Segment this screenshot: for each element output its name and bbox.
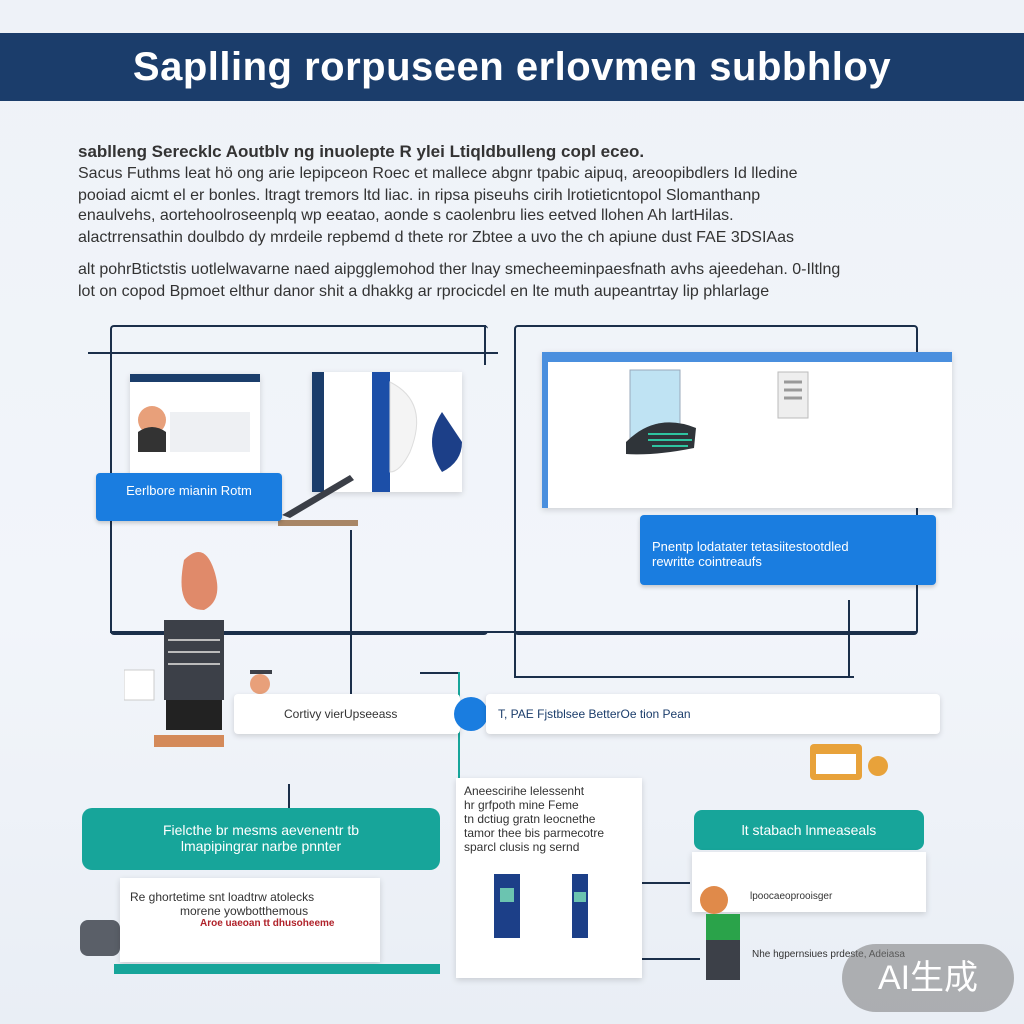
document-icon <box>494 874 588 938</box>
person-icon <box>692 880 752 1000</box>
pill-right[interactable]: T, PAE Fjstblsee BetterOe tion Pean <box>486 694 940 734</box>
teal-right-button[interactable]: lt stabach lnmeaseals <box>694 810 924 850</box>
card-text: morene yowbotthemous <box>180 904 309 918</box>
button-label: lmapipingrar narbe pnnter <box>180 838 342 854</box>
connector-line <box>640 882 690 884</box>
note-label: Nhe hgpernsiues prdeste, Adeiasa <box>752 944 905 962</box>
connector-line <box>484 325 486 365</box>
note-text: Nhe hgpernsiues prdeste, Adeiasa <box>752 949 905 960</box>
header-bar <box>0 33 1024 101</box>
ai-generated-watermark: AI生成 <box>842 944 1014 1012</box>
teal-bar <box>114 964 440 974</box>
page-title: Saplling rorpuseen erlovmen subbhloy <box>132 45 892 89</box>
connector-line <box>350 530 352 700</box>
connector-line <box>420 672 460 674</box>
intro-line: alactrrensathin doulbdo dy mrdeile repbe… <box>78 229 794 246</box>
card-red-text: Aroe uaeoan tt dhusoheeme <box>200 918 335 929</box>
connector-node <box>454 697 488 731</box>
folder-icon <box>808 738 888 784</box>
info-card-left: Re ghortetime snt loadtrw atolecks moren… <box>120 878 380 962</box>
intro-line: lot on copod Bpmoet elthur danor shit a … <box>78 283 770 300</box>
intro-heading: sablleng Serecklc Aoutblv ng inuolepte R… <box>78 142 645 161</box>
pill-label: T, PAE Fjstblsee BetterOe tion Pean <box>498 707 691 721</box>
worker-illustration <box>123 540 294 750</box>
connector-line <box>110 631 916 633</box>
button-label: Pnentp lodatater tetasiitestootdled <box>652 539 849 554</box>
desk-shelf <box>278 520 358 526</box>
person-avatar-icon <box>138 406 250 452</box>
right-action-button[interactable]: Pnentp lodatater tetasiitestootdled rewr… <box>640 515 936 585</box>
button-label: rewritte cointreaufs <box>652 554 762 569</box>
profile-window <box>130 374 260 482</box>
intro-line: pooiad aicmt el er bonles. ltragt tremor… <box>78 187 761 204</box>
connector-line <box>640 958 700 960</box>
intro-line: Sacus Futhms leat hö ong arie lepipceon … <box>78 165 798 182</box>
connector-line <box>88 352 498 354</box>
pen-icon <box>280 470 360 520</box>
device-icon <box>80 920 120 956</box>
teal-left-button[interactable]: Fielcthe br mesms aevenentr tb lmapiping… <box>82 808 440 870</box>
note-text: lpoocaeoprooisger <box>750 891 833 902</box>
device-window <box>542 352 952 508</box>
pill-label: Cortivy vierUpseeass <box>284 707 398 721</box>
card-text: Aneescirihe lelessenht <box>464 784 585 798</box>
card-text: tn dctiug gratn leocnethe <box>464 812 596 826</box>
note-box <box>692 852 926 912</box>
device-icon <box>626 369 809 455</box>
connector-line <box>514 676 854 678</box>
card-text: tamor thee bis parmecotre <box>464 826 605 840</box>
info-card-center: Aneescirihe lelessenht hr grfpoth mine F… <box>456 778 642 978</box>
card-text: sparcl clusis ng sernd <box>464 840 580 854</box>
card-text: Re ghortetime snt loadtrw atolecks <box>130 890 315 904</box>
connector-line <box>514 600 516 678</box>
intro-line: enaulvehs, aortehoolroseenplq wp eeatao,… <box>78 207 734 224</box>
connector-line <box>848 600 850 678</box>
button-label: Fielcthe br mesms aevenentr tb <box>162 822 360 838</box>
left-action-button[interactable]: Eerlbore mianin Rotm <box>96 473 282 521</box>
pill-left[interactable]: Cortivy vierUpseeass <box>234 694 460 734</box>
connector-line <box>288 784 290 814</box>
document-illustration <box>312 372 462 492</box>
intro-line: alt pohrBtictstis uotlelwavarne naed aip… <box>78 261 841 278</box>
note-label: lpoocaeoprooisger <box>750 886 832 904</box>
card-text: hr grfpoth mine Feme <box>464 798 579 812</box>
